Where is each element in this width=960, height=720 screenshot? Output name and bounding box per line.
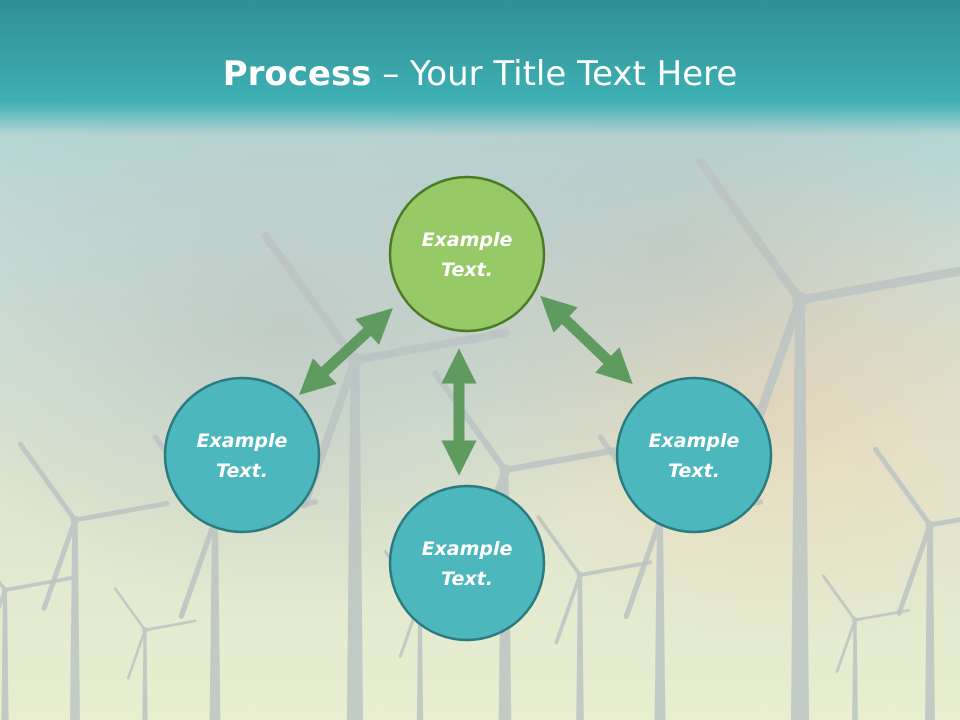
node-right-line2: Text. (668, 460, 720, 482)
node-bottom-circle (388, 484, 546, 642)
node-top-line1: Example (422, 229, 513, 251)
node-bottom-line1: Example (422, 538, 513, 560)
node-right-circle (615, 376, 773, 534)
double-arrow-top-right (540, 295, 633, 385)
title-bar (0, 0, 960, 135)
node-right-line1: Example (649, 430, 740, 452)
slide-title: Process – Your Title Text Here (0, 52, 960, 96)
turbine-icon (17, 441, 170, 720)
node-left-circle (163, 376, 321, 534)
title-bold: Process (222, 54, 372, 94)
turbine-icon (0, 576, 74, 720)
title-rest: – Your Title Text Here (371, 54, 738, 94)
double-arrow-top-left (299, 308, 393, 395)
node-top-line2: Text. (441, 259, 493, 281)
node-top-circle (388, 175, 546, 333)
node-left-line2: Text. (216, 460, 268, 482)
turbine-icon (536, 515, 653, 720)
node-left-line1: Example (197, 430, 288, 452)
turbine-icon (113, 587, 197, 720)
turbine-icon (821, 574, 910, 720)
node-bottom-line2: Text. (441, 568, 493, 590)
turbine-icon (872, 446, 960, 720)
